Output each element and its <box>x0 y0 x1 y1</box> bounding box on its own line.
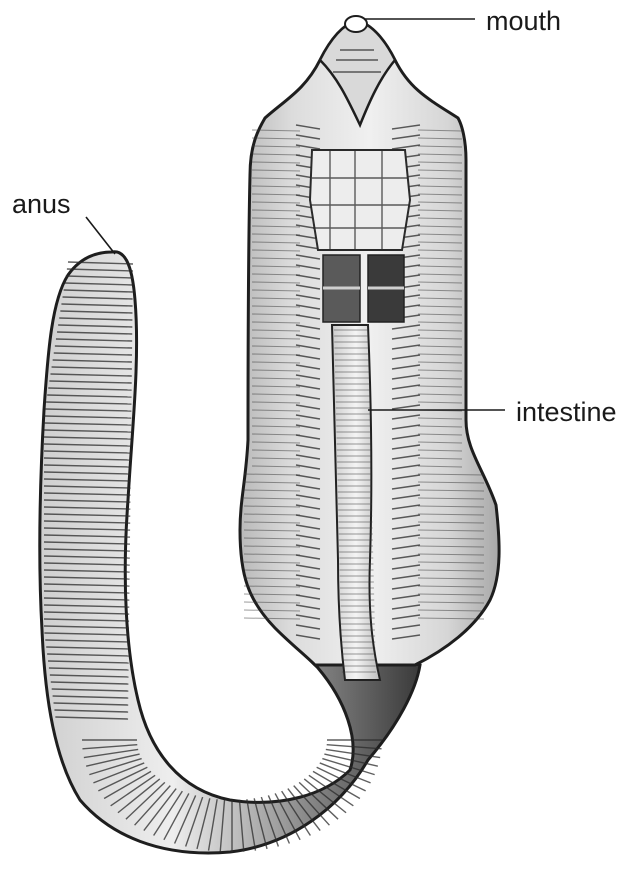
label-mouth-group: mouth <box>364 6 561 36</box>
worm-body-opened <box>240 16 499 680</box>
label-mouth: mouth <box>486 6 561 36</box>
label-anus-group: anus <box>12 189 115 254</box>
label-anus: anus <box>12 189 71 219</box>
anus-leader-line <box>86 217 115 254</box>
mouth-opening <box>345 16 367 32</box>
label-intestine: intestine <box>516 397 617 427</box>
crop-and-gizzard <box>310 150 410 322</box>
